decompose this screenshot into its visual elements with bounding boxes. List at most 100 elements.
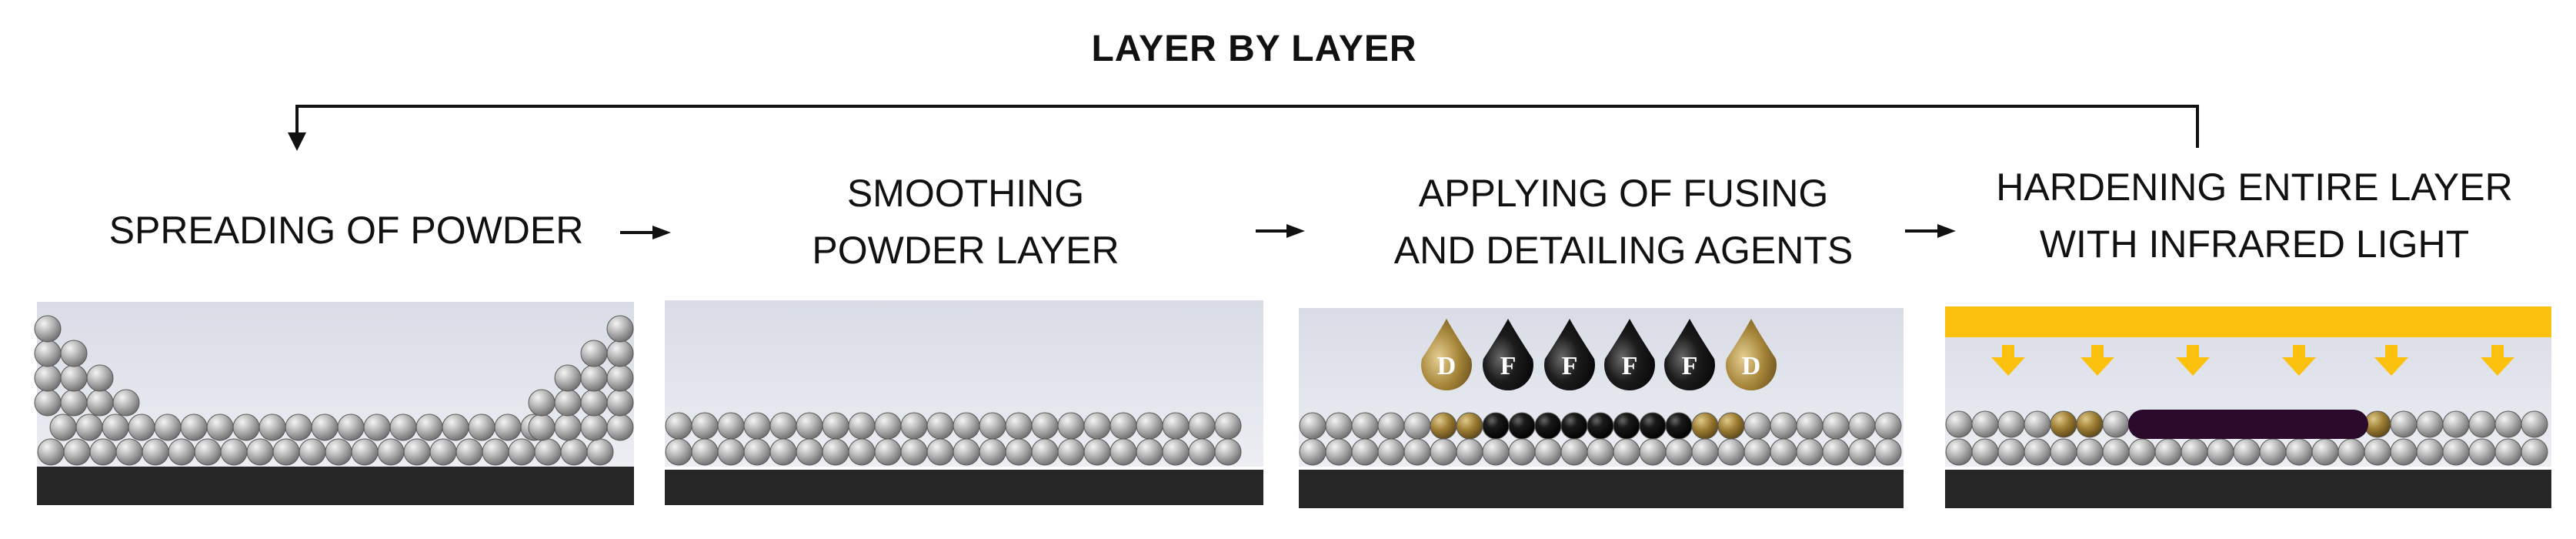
powder-particle (194, 438, 222, 466)
powder-particle (325, 438, 352, 466)
powder-particle (2468, 410, 2496, 438)
powder-particle (86, 364, 114, 392)
powder-particle (468, 413, 496, 441)
powder-particle (1188, 438, 1216, 466)
stage-label-line: APPLYING OF FUSING (1418, 172, 1829, 215)
powder-particle (1848, 412, 1876, 440)
powder-particle (60, 389, 88, 417)
powder-particle (2521, 438, 2548, 466)
powder-particle (63, 438, 91, 466)
build-platform (1299, 470, 1904, 508)
powder-particle (1299, 412, 1326, 440)
powder-particle (285, 413, 312, 441)
powder-particle (2390, 410, 2418, 438)
stage-label-applying-agents: APPLYING OF FUSING AND DETAILING AGENTS (1293, 165, 1954, 279)
powder-particle (796, 412, 823, 440)
powder-particle (979, 438, 1006, 466)
powder-particle (2128, 438, 2156, 466)
powder-particle (822, 412, 849, 440)
powder-particle (580, 389, 608, 417)
agent-drop-label: F (1562, 352, 1578, 380)
agent-drop-label: F (1682, 352, 1698, 380)
powder-particle (1587, 412, 1614, 440)
agent-drop-label: F (1622, 352, 1638, 380)
powder-particle (455, 438, 483, 466)
powder-particle (606, 413, 634, 441)
powder-particle (822, 438, 849, 466)
powder-particle (142, 438, 169, 466)
powder-particle (75, 413, 103, 441)
powder-particle (1005, 438, 1033, 466)
powder-particle (1743, 438, 1771, 466)
powder-particle (128, 413, 155, 441)
powder-particle (1377, 438, 1405, 466)
powder-particle (953, 412, 980, 440)
powder-particle (1587, 438, 1614, 466)
powder-particle (1743, 412, 1771, 440)
powder-particle (34, 340, 62, 367)
powder-particle (2154, 438, 2182, 466)
powder-particle (1665, 412, 1693, 440)
powder-particle (2050, 410, 2077, 438)
powder-particle (232, 413, 260, 441)
powder-particle (1031, 412, 1059, 440)
powder-particle (900, 412, 928, 440)
powder-particle (34, 364, 62, 392)
powder-particle (246, 438, 274, 466)
powder-particle (926, 412, 954, 440)
powder-particle (1639, 412, 1667, 440)
powder-particle (2416, 438, 2444, 466)
powder-particle (580, 364, 608, 392)
infrared-arrow-icon (2374, 345, 2408, 376)
powder-particle (377, 438, 405, 466)
powder-particle (1162, 412, 1190, 440)
powder-particle (1508, 438, 1536, 466)
powder-particle (2416, 410, 2444, 438)
powder-particle (1796, 438, 1824, 466)
powder-particle (1691, 438, 1719, 466)
powder-particle (2102, 438, 2130, 466)
powder-particle (403, 438, 431, 466)
agent-drop-label: D (1437, 352, 1457, 380)
powder-particle (769, 438, 797, 466)
stage-label-line: SMOOTHING (846, 172, 1085, 215)
powder-particle (1162, 438, 1190, 466)
powder-particle (2076, 438, 2104, 466)
powder-particle (2337, 438, 2365, 466)
powder-particle (1971, 438, 1999, 466)
powder-particle (1534, 412, 1562, 440)
powder-particle (1325, 438, 1353, 466)
powder-particle (1456, 438, 1483, 466)
powder-particle (2364, 410, 2391, 438)
powder-particle (606, 340, 634, 367)
powder-particle (351, 438, 379, 466)
loop-arrow-head-icon (288, 132, 306, 151)
powder-particle (534, 438, 562, 466)
stage-label-hardening: HARDENING ENTIRE LAYER WITH INFRARED LIG… (1954, 159, 2554, 273)
powder-particle (606, 364, 634, 392)
powder-particle (2024, 438, 2051, 466)
powder-particle (1848, 438, 1876, 466)
powder-particle (2311, 438, 2339, 466)
powder-particle (1874, 412, 1902, 440)
process-arrow-icon (620, 226, 671, 239)
detailing-agent-drop-icon: D (1421, 319, 1472, 391)
powder-particle (1822, 412, 1850, 440)
powder-particle (1351, 412, 1379, 440)
powder-particle (606, 315, 634, 343)
powder-particle (848, 438, 876, 466)
powder-particle (154, 413, 182, 441)
powder-particle (1613, 412, 1640, 440)
powder-particle (1874, 438, 1902, 466)
powder-particle (1770, 438, 1797, 466)
powder-particle (272, 438, 300, 466)
agent-drop-label: D (1742, 352, 1761, 380)
infrared-arrow-icon (2080, 345, 2114, 376)
powder-particle (900, 438, 928, 466)
powder-particle (926, 438, 954, 466)
powder-particle (89, 438, 117, 466)
powder-particle (2181, 438, 2208, 466)
powder-particle (554, 364, 582, 392)
powder-particle (979, 412, 1006, 440)
